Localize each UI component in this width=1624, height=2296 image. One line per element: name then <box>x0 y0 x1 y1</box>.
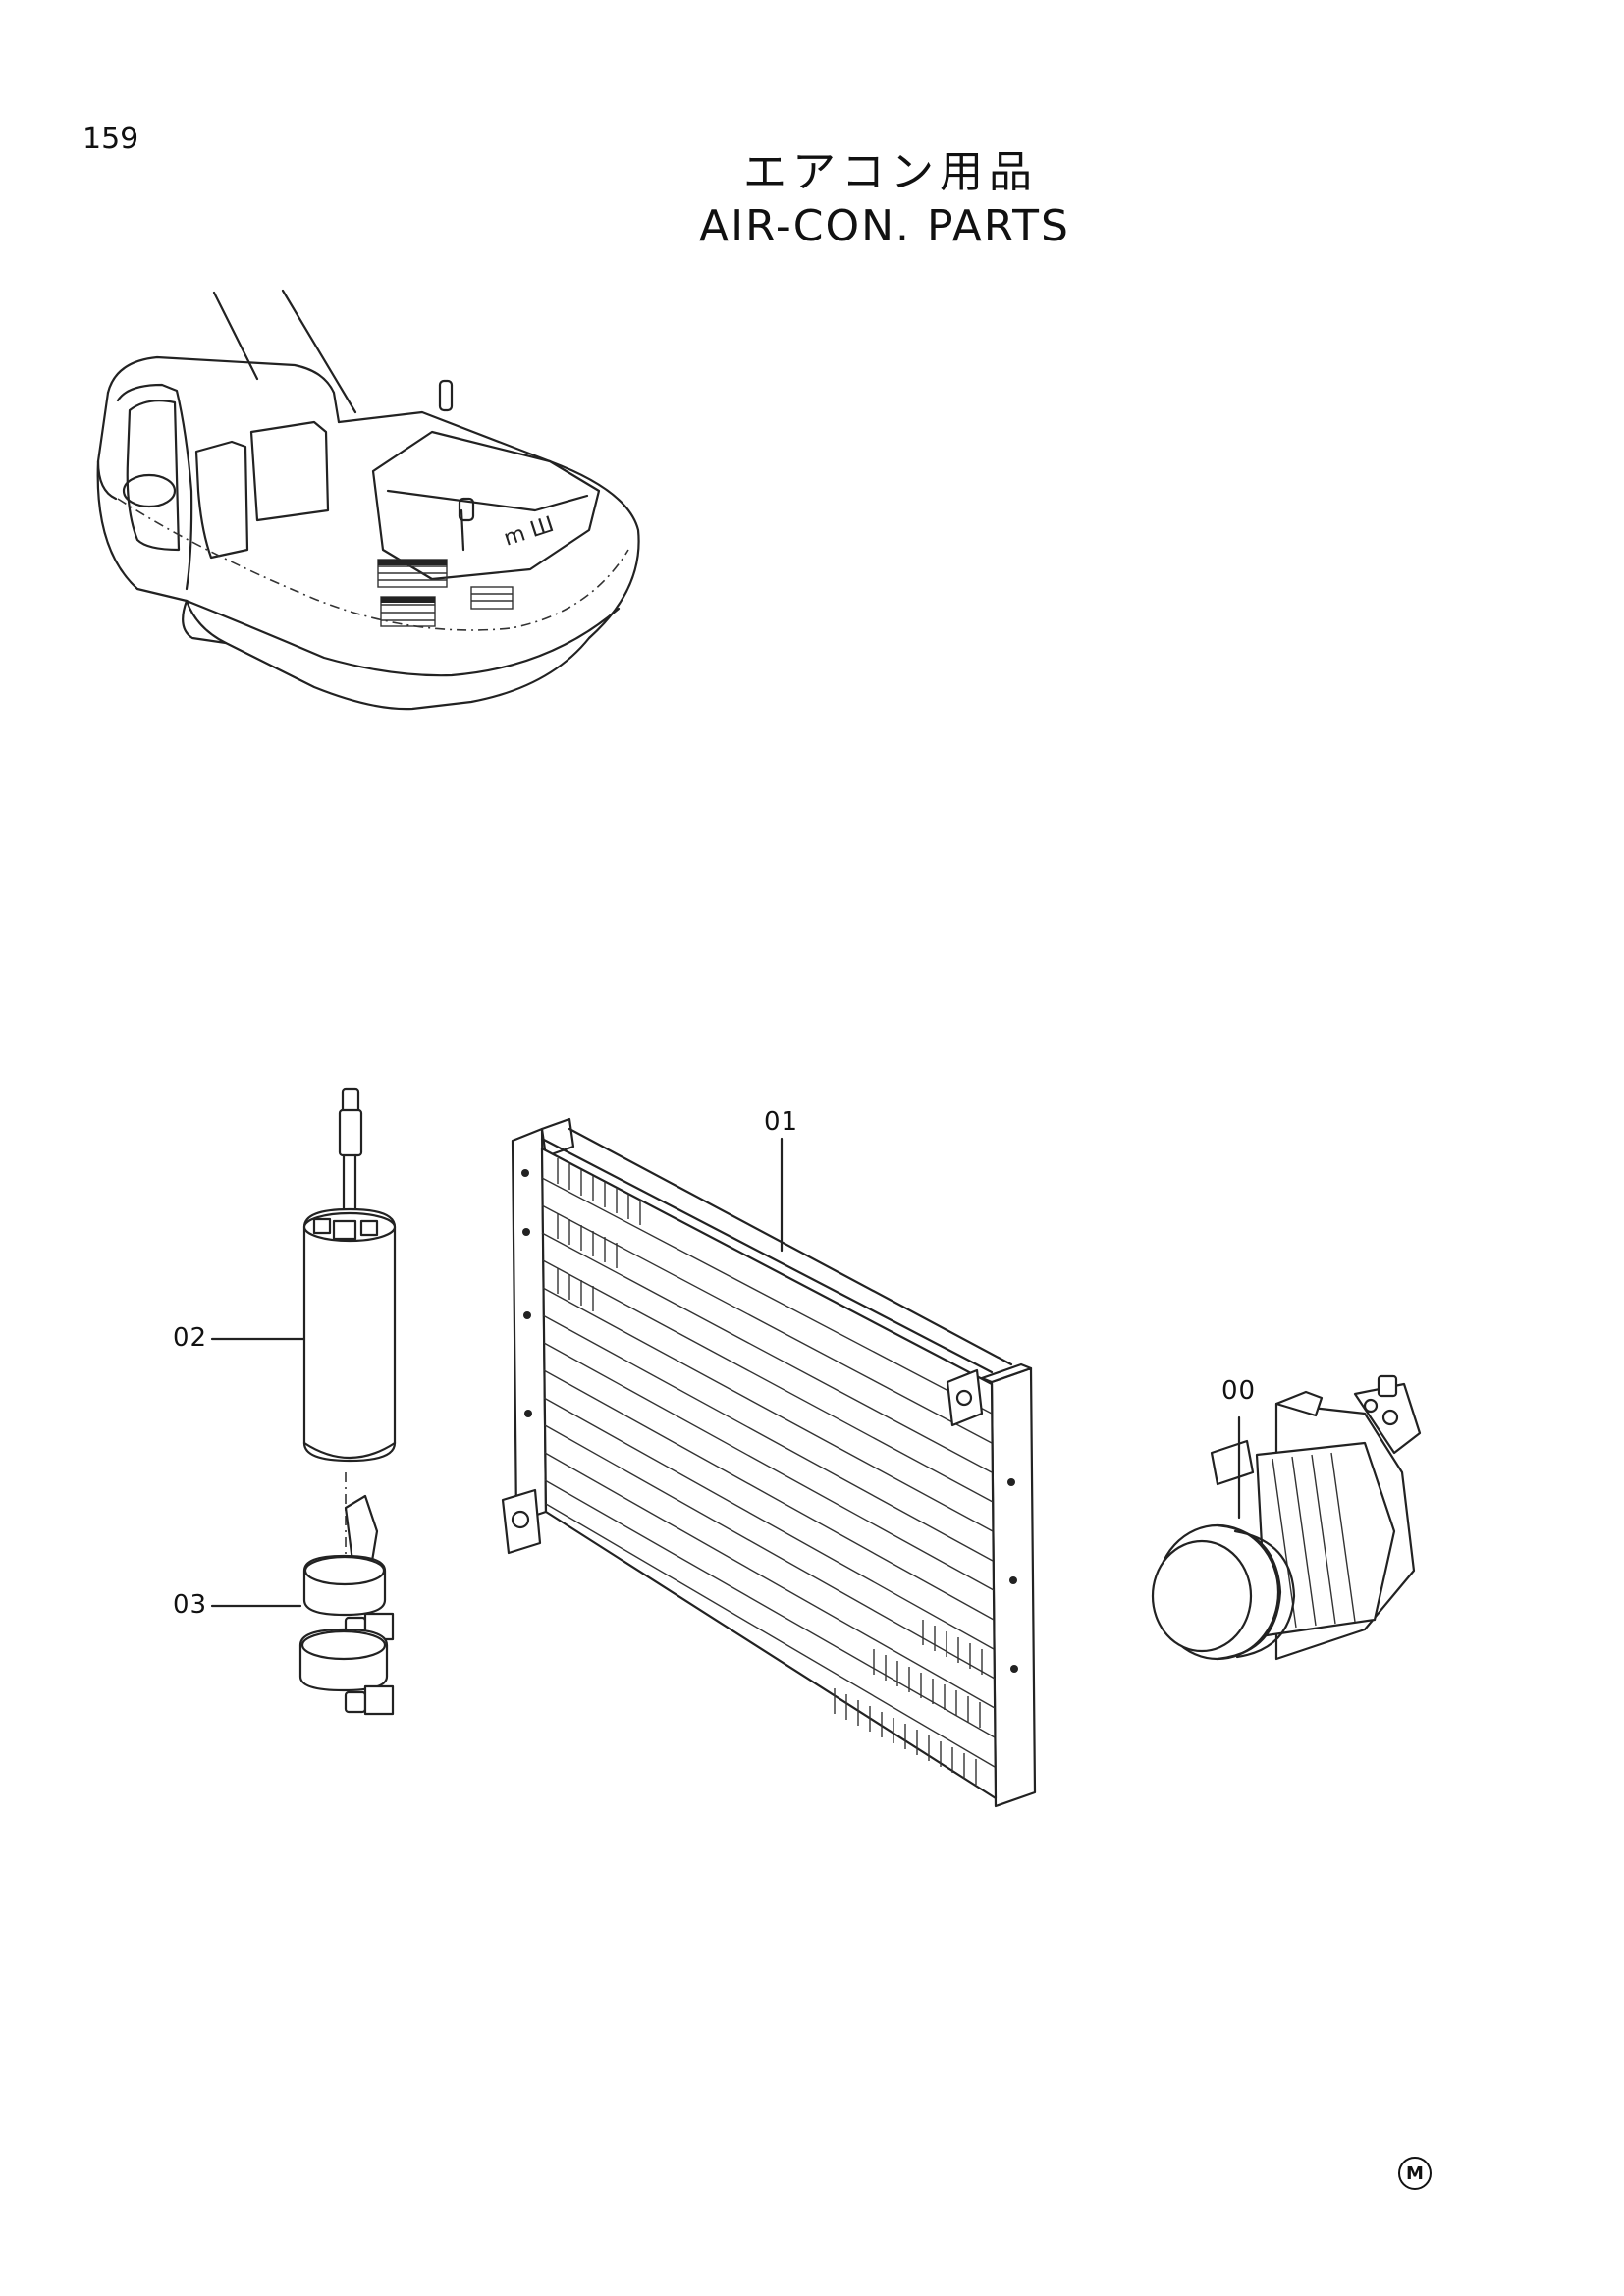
callout-03: 03 <box>173 1590 208 1620</box>
callout-00: 00 <box>1221 1376 1257 1406</box>
receiver-drier-icon <box>302 1087 397 1463</box>
excavator-overview-icon: m Ш <box>96 289 640 711</box>
callout-01: 01 <box>764 1107 799 1137</box>
condenser-icon <box>501 1117 1037 1808</box>
title-japanese: エアコン用品 <box>743 147 1038 197</box>
leader-lines <box>210 1137 1241 1608</box>
page-number: 159 <box>82 122 139 156</box>
page-title: エアコン用品 AIR-CON. PARTS <box>0 145 1624 253</box>
callout-02: 02 <box>173 1323 208 1353</box>
compressor-icon <box>1151 1374 1422 1661</box>
manufacturer-mark: M <box>1398 2157 1432 2190</box>
bracket-clamp-icon <box>298 1472 395 1716</box>
title-english: AIR-CON. PARTS <box>699 201 1070 251</box>
svg-text:m Ш: m Ш <box>501 512 557 552</box>
